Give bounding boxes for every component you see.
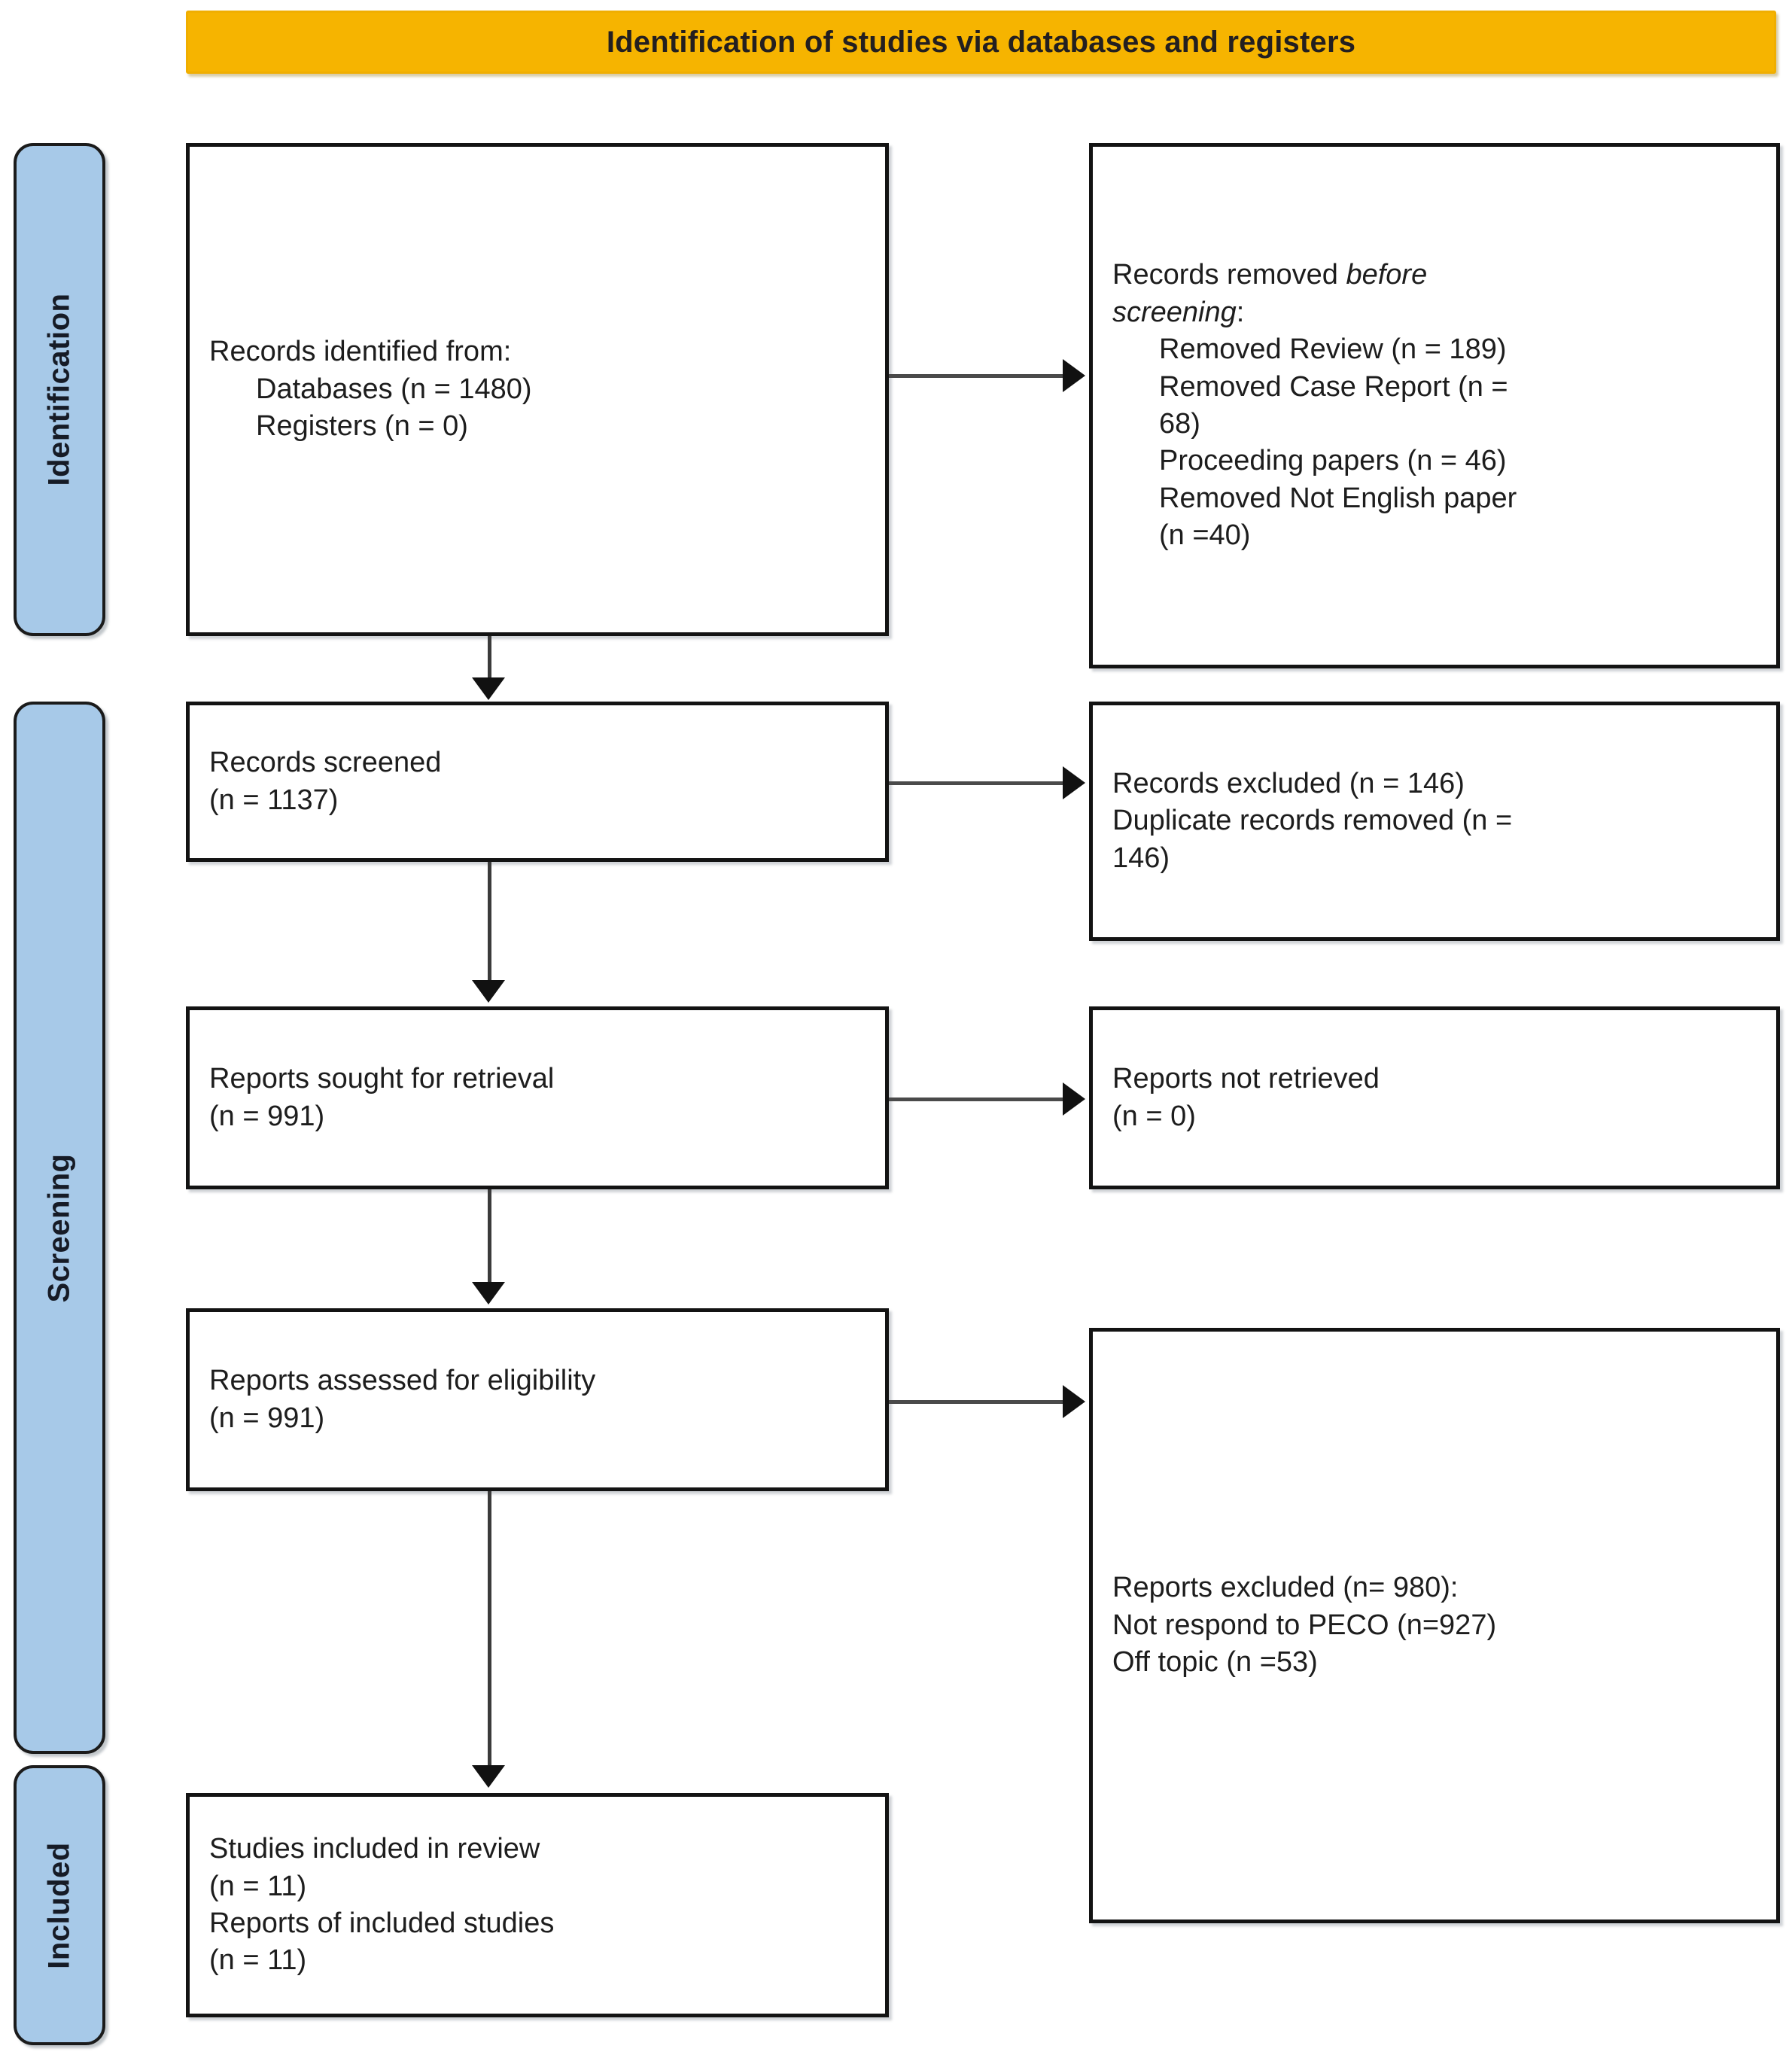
records-identified-line-3: Registers (n = 0) [256, 410, 468, 443]
node-records-excluded-text: Records excluded (n = 146) Duplicate rec… [1093, 766, 1776, 877]
arrow-screened-to-sought-line [488, 862, 491, 985]
studies-included-line-2: (n = 11) [209, 1870, 307, 1902]
node-records-screened: Records screened (n = 1137) [186, 702, 889, 862]
node-studies-included-text: Studies included in review (n = 11) Repo… [190, 1831, 885, 1980]
arrow-identified-to-removed-line [889, 374, 1072, 378]
reports-sought-line-1: Reports sought for retrieval [209, 1063, 555, 1095]
node-records-excluded: Records excluded (n = 146) Duplicate rec… [1089, 702, 1780, 941]
records-removed-line-8: (n =40) [1159, 519, 1251, 552]
diagram-title: Identification of studies via databases … [606, 25, 1356, 59]
records-removed-line-1-prefix: Records removed [1112, 259, 1346, 291]
reports-not-retrieved-line-2: (n = 0) [1112, 1100, 1196, 1132]
records-excluded-line-1: Records excluded (n = 146) [1112, 767, 1465, 799]
stage-label-included: Included [14, 1765, 105, 2045]
arrow-sought-to-not-retrieved-head-icon [1063, 1082, 1085, 1116]
reports-sought-line-2: (n = 991) [209, 1100, 325, 1132]
arrow-identified-to-removed-head-icon [1063, 359, 1085, 392]
records-screened-line-1: Records screened [209, 747, 442, 779]
records-removed-line-4: Removed Case Report (n = [1159, 370, 1508, 403]
node-records-removed-before-screening-text: Records removed before screening: Remove… [1093, 257, 1776, 554]
arrow-assessed-to-included-line [488, 1491, 491, 1770]
node-reports-not-retrieved: Reports not retrieved (n = 0) [1089, 1006, 1780, 1189]
node-reports-excluded-text: Reports excluded (n= 980): Not respond t… [1093, 1569, 1776, 1681]
records-removed-line-5: 68) [1159, 408, 1200, 440]
stage-label-screening-text: Screening [42, 1153, 76, 1302]
node-records-identified: Records identified from: Databases (n = … [186, 143, 889, 636]
reports-assessed-line-1: Reports assessed for eligibility [209, 1365, 596, 1397]
stage-label-screening: Screening [14, 702, 105, 1754]
arrow-screened-to-excluded-head-icon [1063, 766, 1085, 799]
arrow-assessed-to-included-head-icon [472, 1765, 505, 1788]
reports-not-retrieved-line-1: Reports not retrieved [1112, 1063, 1380, 1095]
arrow-sought-to-assessed-head-icon [472, 1282, 505, 1305]
records-removed-line-2-italic: screening [1112, 296, 1237, 328]
records-removed-line-3: Removed Review (n = 189) [1159, 333, 1507, 366]
node-reports-sought-text: Reports sought for retrieval (n = 991) [190, 1061, 885, 1135]
records-excluded-line-3: 146) [1112, 842, 1170, 874]
diagram-header-banner: Identification of studies via databases … [186, 11, 1776, 74]
node-reports-not-retrieved-text: Reports not retrieved (n = 0) [1093, 1061, 1776, 1135]
node-records-screened-text: Records screened (n = 1137) [190, 744, 885, 819]
reports-excluded-line-1: Reports excluded (n= 980): [1112, 1572, 1459, 1604]
records-identified-line-2: Databases (n = 1480) [256, 373, 532, 405]
stage-label-included-text: Included [42, 1841, 76, 1969]
node-reports-excluded: Reports excluded (n= 980): Not respond t… [1089, 1328, 1780, 1923]
records-removed-line-6: Proceeding papers (n = 46) [1159, 445, 1507, 477]
records-removed-line-7: Removed Not English paper [1159, 482, 1517, 514]
arrow-identified-to-screened-head-icon [472, 677, 505, 700]
node-studies-included-in-review: Studies included in review (n = 11) Repo… [186, 1793, 889, 2017]
arrow-assessed-to-reports-excluded-head-icon [1063, 1385, 1085, 1418]
studies-included-line-4: (n = 11) [209, 1944, 307, 1977]
records-identified-line-1: Records identified from: [209, 336, 512, 368]
arrow-sought-to-assessed-line [488, 1189, 491, 1286]
node-records-identified-text: Records identified from: Databases (n = … [190, 333, 885, 445]
reports-excluded-line-3: Off topic (n =53) [1112, 1646, 1318, 1679]
node-reports-assessed-for-eligibility: Reports assessed for eligibility (n = 99… [186, 1308, 889, 1491]
stage-label-identification: Identification [14, 143, 105, 636]
arrow-sought-to-not-retrieved-line [889, 1098, 1072, 1101]
stage-label-identification-text: Identification [42, 293, 76, 486]
arrow-assessed-to-reports-excluded-line [889, 1400, 1072, 1404]
records-removed-line-2: screening: [1112, 294, 1757, 331]
records-removed-line-1: Records removed before [1112, 257, 1757, 294]
records-excluded-line-2: Duplicate records removed (n = [1112, 805, 1513, 837]
records-removed-line-2-tail: : [1236, 296, 1245, 328]
node-reports-sought-for-retrieval: Reports sought for retrieval (n = 991) [186, 1006, 889, 1189]
arrow-screened-to-excluded-line [889, 781, 1072, 785]
studies-included-line-1: Studies included in review [209, 1833, 540, 1865]
node-reports-assessed-text: Reports assessed for eligibility (n = 99… [190, 1362, 885, 1437]
studies-included-line-3: Reports of included studies [209, 1907, 555, 1939]
arrow-identified-to-screened-line [488, 636, 491, 683]
node-records-removed-before-screening: Records removed before screening: Remove… [1089, 143, 1780, 668]
records-removed-line-1-italic: before [1346, 259, 1428, 291]
reports-assessed-line-2: (n = 991) [209, 1402, 325, 1434]
records-screened-line-2: (n = 1137) [209, 784, 339, 816]
arrow-screened-to-sought-head-icon [472, 980, 505, 1003]
reports-excluded-line-2: Not respond to PECO (n=927) [1112, 1609, 1497, 1641]
